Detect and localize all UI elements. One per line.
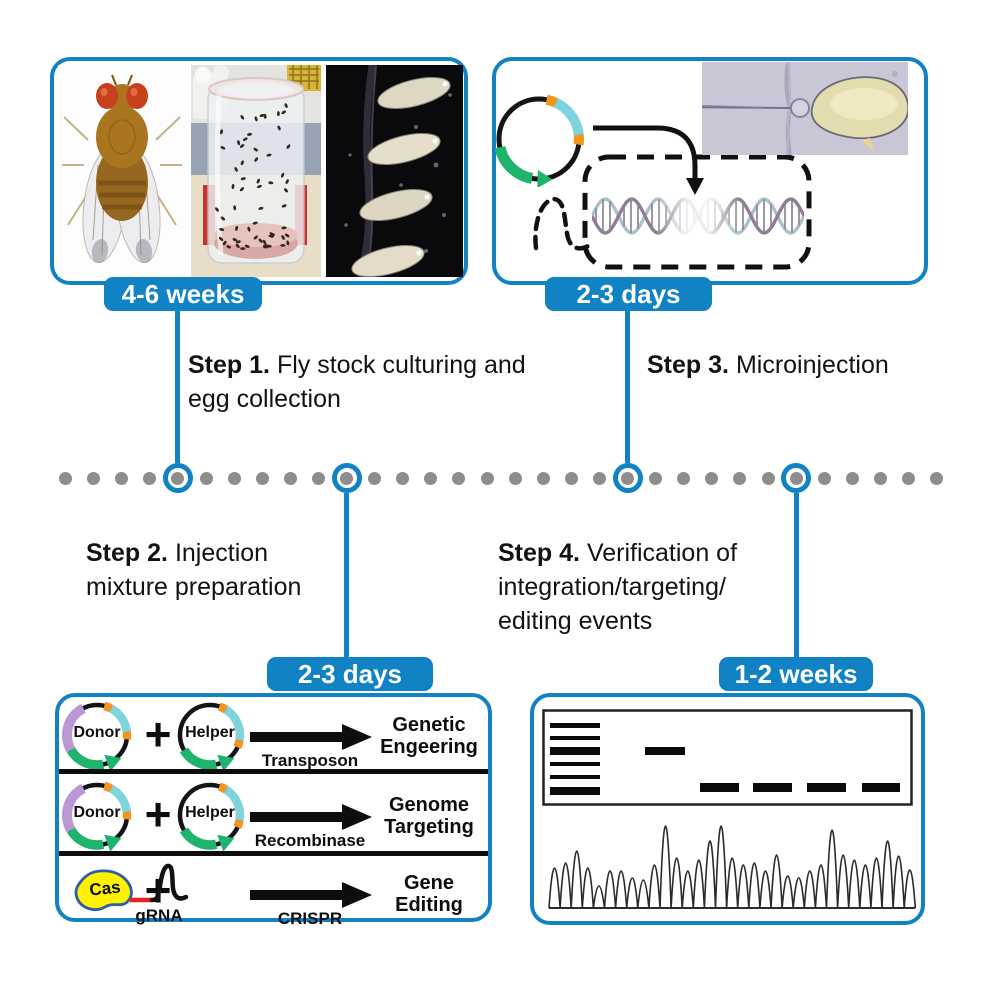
connector-step1	[175, 303, 180, 463]
step-4-description: Verification of integration/targeting/ e…	[498, 539, 738, 635]
timeline-dot	[424, 471, 438, 485]
connector-step2	[344, 493, 349, 659]
row-divider-2	[59, 851, 488, 856]
fly-eggs-photo	[326, 65, 463, 277]
gel-electrophoresis-diagram	[542, 709, 913, 806]
timeline-dot	[508, 471, 522, 485]
timeline-dot	[817, 471, 831, 485]
step-3-caption: Step 3. Microinjection	[647, 348, 957, 382]
step-3-label: Step 3.	[647, 351, 729, 379]
duration-badge-step2: 2-3 days	[267, 657, 433, 691]
fly-culture-vial-photo	[191, 65, 321, 277]
recombinase-arrow-icon	[250, 802, 372, 832]
timeline-dot	[368, 471, 382, 485]
step-2-description: Injection mixture preparation	[86, 539, 302, 601]
row-divider-1	[59, 769, 488, 774]
insertion-arrow-icon	[585, 118, 725, 202]
donor-label: Donor	[73, 804, 121, 821]
timeline-dot	[649, 471, 663, 485]
gel-sample-band	[700, 783, 739, 792]
timeline-dot	[733, 471, 747, 485]
timeline-dot	[115, 471, 129, 485]
timeline-dot	[761, 471, 775, 485]
step-3-description: Microinjection	[735, 351, 889, 379]
gel-ladder-band	[550, 762, 600, 766]
plus-icon: +	[144, 708, 172, 760]
donor-plasmid-icon	[59, 777, 135, 853]
sequencing-chromatogram	[548, 818, 916, 912]
timeline-marker-step1	[162, 463, 193, 493]
timeline-marker-step2	[331, 463, 362, 493]
timeline-dot	[255, 471, 269, 485]
timeline-dot	[87, 471, 101, 485]
step-1-description: Fly stock culturing and egg collection	[188, 351, 526, 413]
helper-label: Helper	[185, 724, 235, 741]
result-genetic-engineering: Genetic Engeering	[380, 714, 478, 758]
ssdna-squiggle-icon	[524, 190, 596, 254]
timeline-marker-step4	[781, 463, 812, 493]
timeline-dot	[59, 471, 72, 485]
timeline-dot	[283, 471, 297, 485]
timeline-dot	[536, 471, 550, 485]
timeline-dot	[227, 471, 241, 485]
step-4-label: Step 4.	[498, 539, 580, 567]
timeline-dot	[873, 471, 887, 485]
timeline-dot	[902, 471, 915, 485]
gel-ladder-band	[550, 723, 600, 728]
helper-plasmid-icon	[172, 777, 248, 853]
timeline-dot	[592, 471, 606, 485]
timeline-marker-step3	[612, 463, 643, 493]
microinjection-photo	[702, 62, 908, 155]
donor-label: Donor	[73, 724, 121, 741]
timeline-dot	[930, 471, 944, 485]
timeline-dot	[143, 471, 157, 485]
connector-step3	[625, 303, 630, 463]
crispr-arrow-icon	[250, 880, 372, 910]
connector-step4	[794, 493, 799, 659]
cas-protein-icon	[70, 866, 140, 916]
grna-icon	[128, 862, 190, 914]
timeline-dot	[311, 471, 325, 485]
gel-sample-band	[807, 783, 846, 792]
step-2-label: Step 2.	[86, 539, 168, 567]
gel-sample-band	[753, 783, 792, 792]
gel-ladder-band	[550, 775, 600, 779]
step-1-caption: Step 1. Fly stock culturing and egg coll…	[188, 348, 533, 416]
dna-helix-icon	[592, 190, 804, 242]
result-gene-editing: Gene Editing	[395, 872, 463, 916]
genome-dashed-box	[580, 152, 814, 272]
method-label-recombinase: Recombinase	[254, 831, 366, 850]
step-1-label: Step 1.	[188, 351, 270, 379]
duration-badge-step4: 1-2 weeks	[719, 657, 873, 691]
method-label-transposon: Transposon	[261, 751, 359, 770]
timeline-dot	[480, 471, 494, 485]
helper-plasmid-icon	[172, 697, 248, 773]
step-4-caption: Step 4. Verification of integration/targ…	[498, 536, 783, 638]
timeline-dot	[452, 471, 466, 485]
grna-label: gRNA	[135, 906, 183, 925]
injection-plasmid-icon	[491, 91, 587, 187]
gel-sample-band	[862, 783, 900, 792]
timeline-dot	[677, 471, 691, 485]
gel-ladder-band	[550, 747, 600, 755]
timeline-dot	[396, 471, 410, 485]
plus-icon: +	[144, 788, 172, 840]
timeline-dot	[705, 471, 719, 485]
method-label-crispr: CRISPR	[277, 909, 343, 928]
step-2-caption: Step 2. Injection mixture preparation	[86, 536, 331, 604]
gel-ladder-band	[550, 787, 600, 795]
timeline-dot	[199, 471, 213, 485]
timeline-dot	[564, 471, 578, 485]
gel-sample-band	[645, 747, 685, 755]
gel-ladder-band	[550, 736, 600, 740]
duration-badge-step1: 4-6 weeks	[104, 277, 262, 311]
fruit-fly-photo	[58, 65, 186, 277]
duration-badge-step3: 2-3 days	[545, 277, 712, 311]
transposon-arrow-icon	[250, 722, 372, 752]
result-genome-targeting: Genome Targeting	[384, 794, 474, 838]
donor-plasmid-icon	[59, 697, 135, 773]
helper-label: Helper	[185, 804, 235, 821]
timeline-dot	[845, 471, 859, 485]
